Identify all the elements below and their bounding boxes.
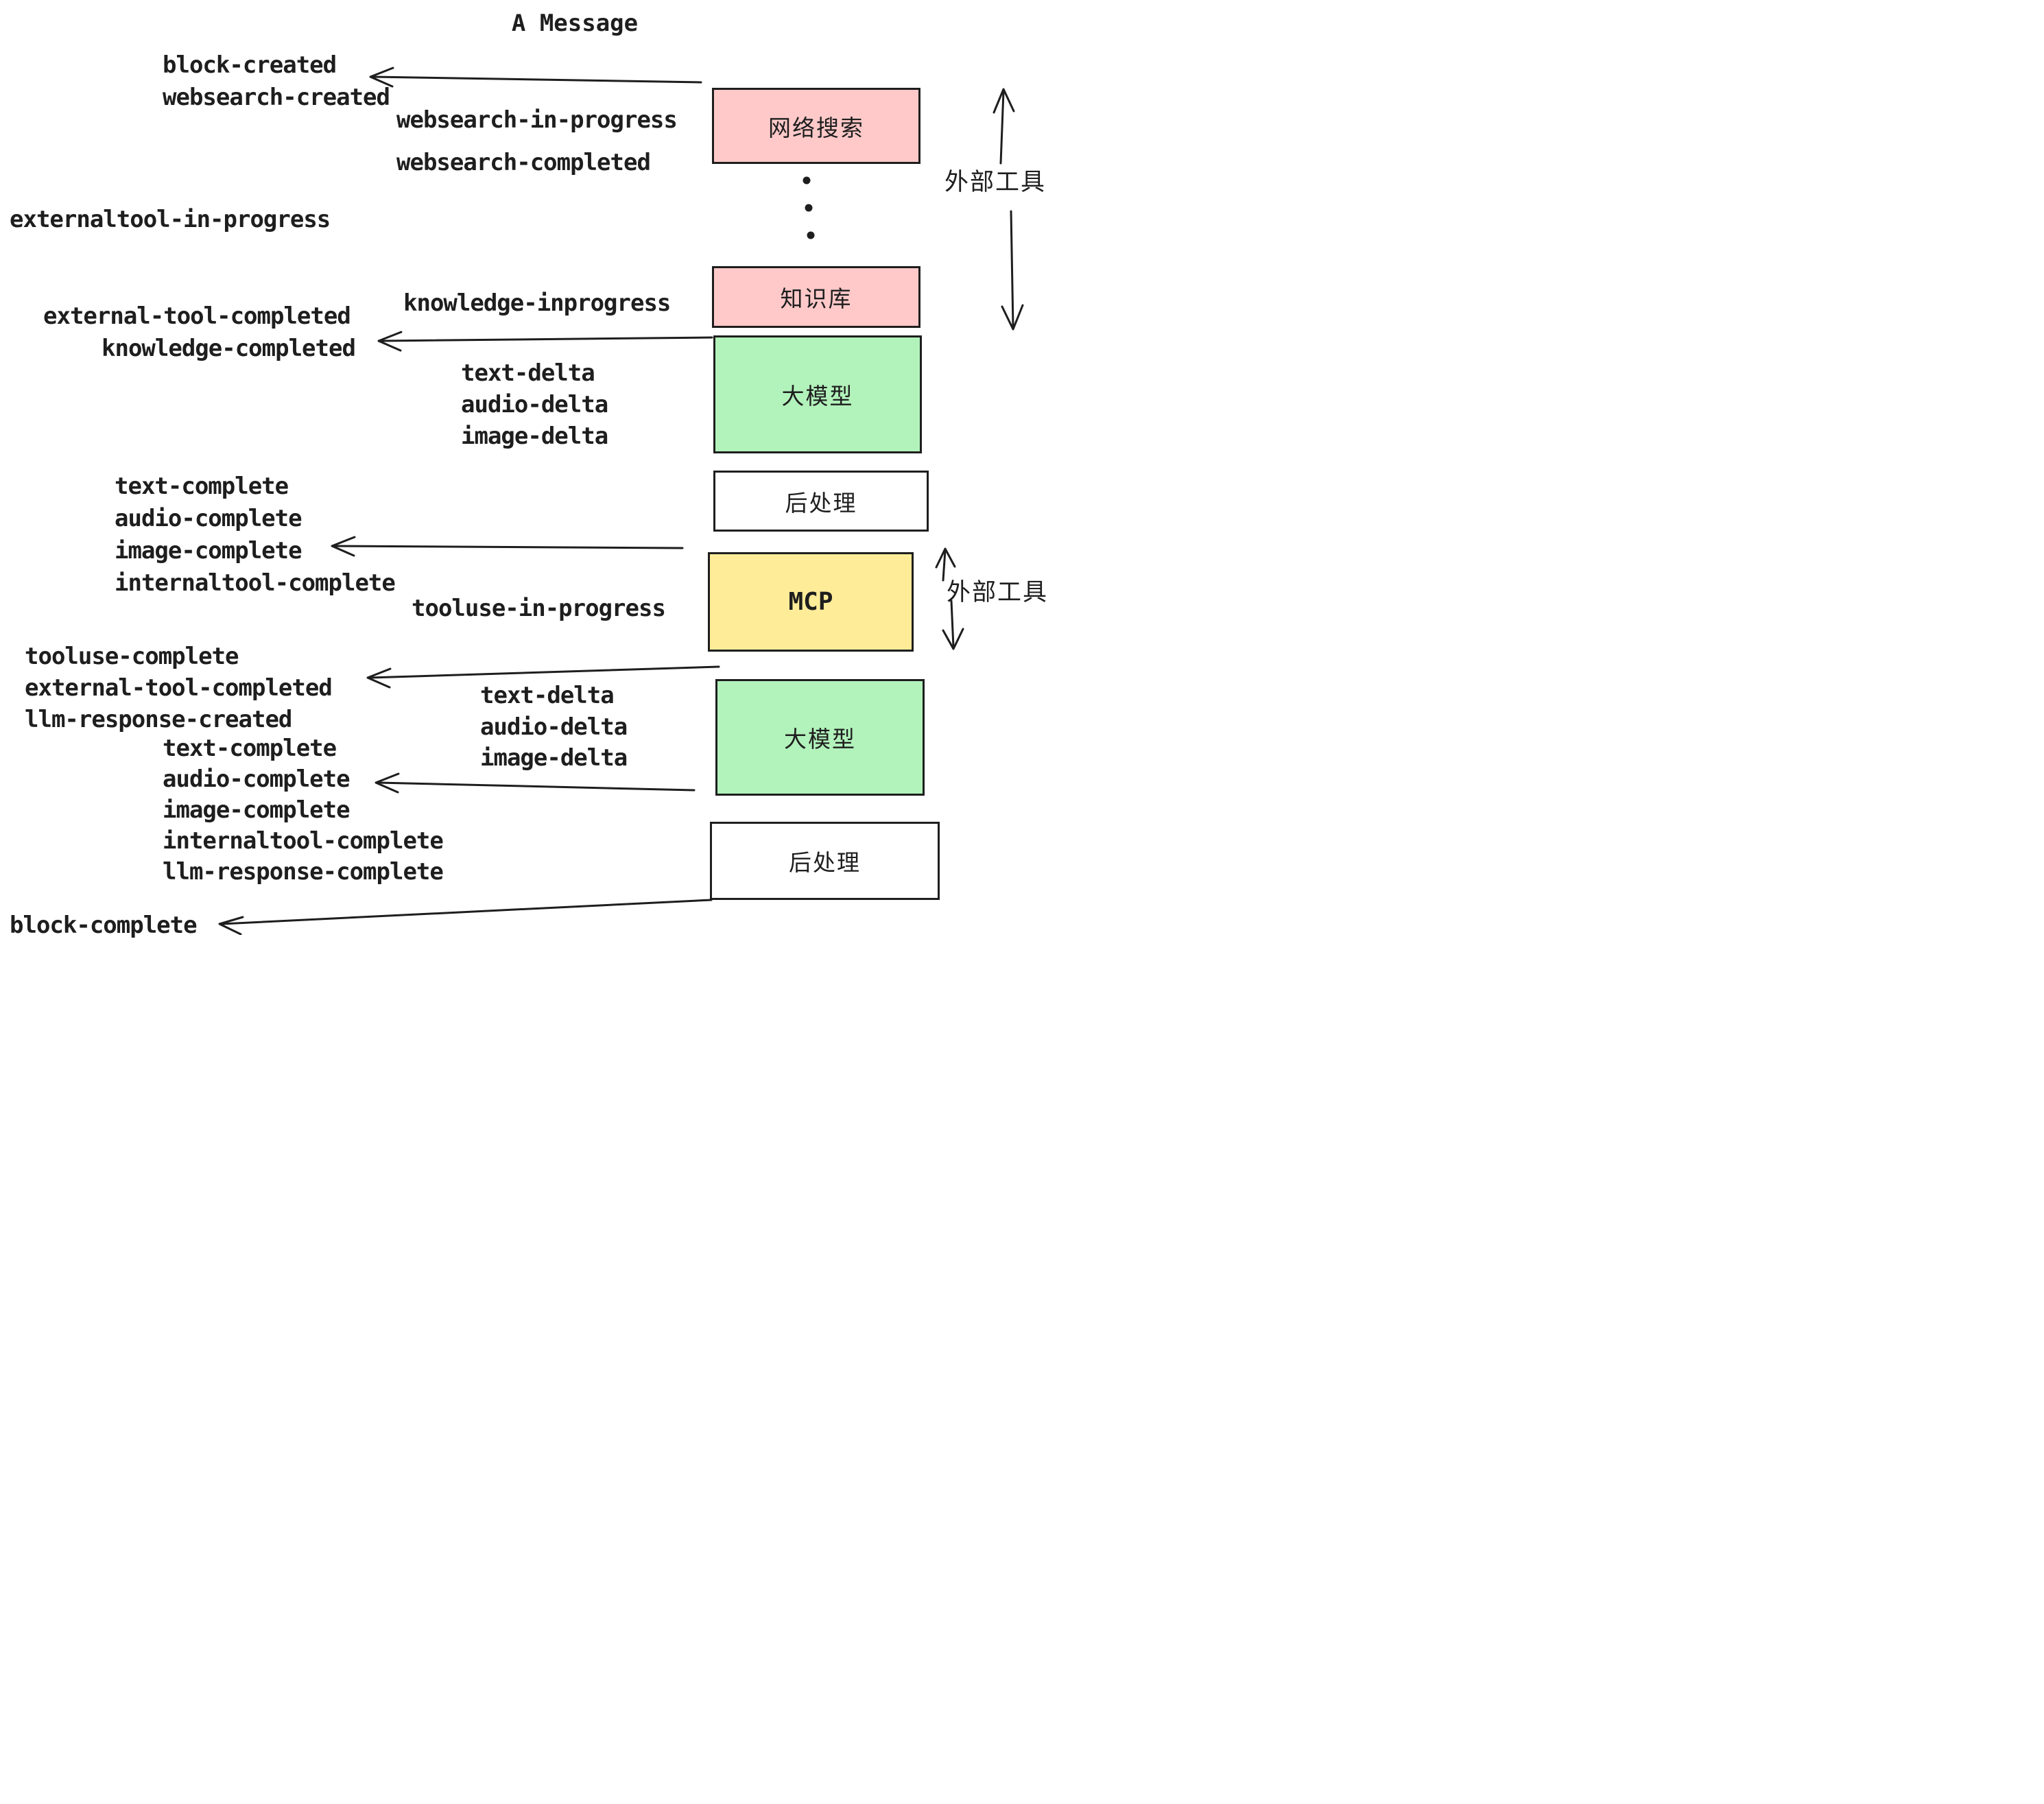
event-external-tool-completed-1: external-tool-completed xyxy=(43,302,351,330)
event-external-tool-completed-2: external-tool-completed xyxy=(25,674,333,702)
websearch-box-label: 网络搜索 xyxy=(768,115,864,141)
event-llm-response-created: llm-response-created xyxy=(25,706,292,733)
mcp-external-tools-down-arrow-icon xyxy=(942,600,964,650)
event-internaltool-complete-2: internaltool-complete xyxy=(163,827,444,855)
arrow-to-block-complete-icon xyxy=(218,899,713,935)
event-text-delta-1: text-delta xyxy=(461,359,595,387)
event-knowledge-completed: knowledge-completed xyxy=(102,335,356,362)
event-image-delta-1: image-delta xyxy=(461,423,608,450)
mcp-external-tools-up-arrow-icon xyxy=(935,547,956,582)
event-websearch-completed: websearch-completed xyxy=(396,149,651,176)
llm-box-2-label: 大模型 xyxy=(784,726,856,752)
external-tools-down-arrow-icon xyxy=(1001,210,1024,331)
event-block-created: block-created xyxy=(163,51,337,79)
event-websearch-in-progress: websearch-in-progress xyxy=(396,106,678,134)
event-externaltool-in-progress: externaltool-in-progress xyxy=(10,206,331,233)
event-block-complete: block-complete xyxy=(10,912,198,939)
arrow-to-websearch-created-icon xyxy=(369,67,702,88)
knowledge-box: 知识库 xyxy=(712,266,920,328)
llm-box-1-label: 大模型 xyxy=(781,383,854,409)
vertical-ellipsis-dots-icon xyxy=(803,176,815,239)
event-llm-response-complete: llm-response-complete xyxy=(163,858,444,886)
external-tools-label-1: 外部工具 xyxy=(944,169,1047,195)
postprocess-box-1-label: 后处理 xyxy=(785,490,857,516)
event-tooluse-complete: tooluse-complete xyxy=(25,643,239,670)
message-event-flow-diagram: { "title": "A Message", "colors": { "pin… xyxy=(0,0,1060,939)
event-websearch-created: websearch-created xyxy=(163,84,390,111)
event-image-complete-1: image-complete xyxy=(115,537,302,565)
llm-box-2: 大模型 xyxy=(715,679,925,796)
event-audio-delta-2: audio-delta xyxy=(480,713,628,741)
event-tooluse-in-progress: tooluse-in-progress xyxy=(412,595,666,622)
event-audio-delta-1: audio-delta xyxy=(461,391,608,418)
event-image-delta-2: image-delta xyxy=(480,744,628,772)
postprocess-box-1: 后处理 xyxy=(713,471,929,532)
websearch-box: 网络搜索 xyxy=(712,88,920,164)
diagram-title: A Message xyxy=(511,10,639,37)
postprocess-box-2: 后处理 xyxy=(710,822,940,900)
arrow-to-knowledge-completed-icon xyxy=(377,331,713,352)
event-audio-complete-1: audio-complete xyxy=(115,505,302,532)
event-knowledge-inprogress: knowledge-inprogress xyxy=(403,289,671,317)
external-tools-label-2: 外部工具 xyxy=(947,579,1049,606)
event-audio-complete-2: audio-complete xyxy=(163,765,350,793)
event-text-complete-2: text-complete xyxy=(163,735,337,762)
arrow-to-audio-complete-icon xyxy=(375,772,696,794)
event-text-delta-2: text-delta xyxy=(480,682,615,709)
arrow-to-image-complete-icon xyxy=(331,536,684,557)
external-tools-up-arrow-icon xyxy=(993,88,1015,165)
knowledge-box-label: 知识库 xyxy=(780,286,853,311)
event-text-complete-1: text-complete xyxy=(115,473,289,500)
postprocess-box-2-label: 后处理 xyxy=(789,850,861,875)
event-internaltool-complete-1: internaltool-complete xyxy=(115,569,396,597)
mcp-box-label: MCP xyxy=(788,588,833,616)
llm-box-1: 大模型 xyxy=(713,335,922,453)
event-image-complete-2: image-complete xyxy=(163,796,350,824)
mcp-box: MCP xyxy=(708,552,914,652)
